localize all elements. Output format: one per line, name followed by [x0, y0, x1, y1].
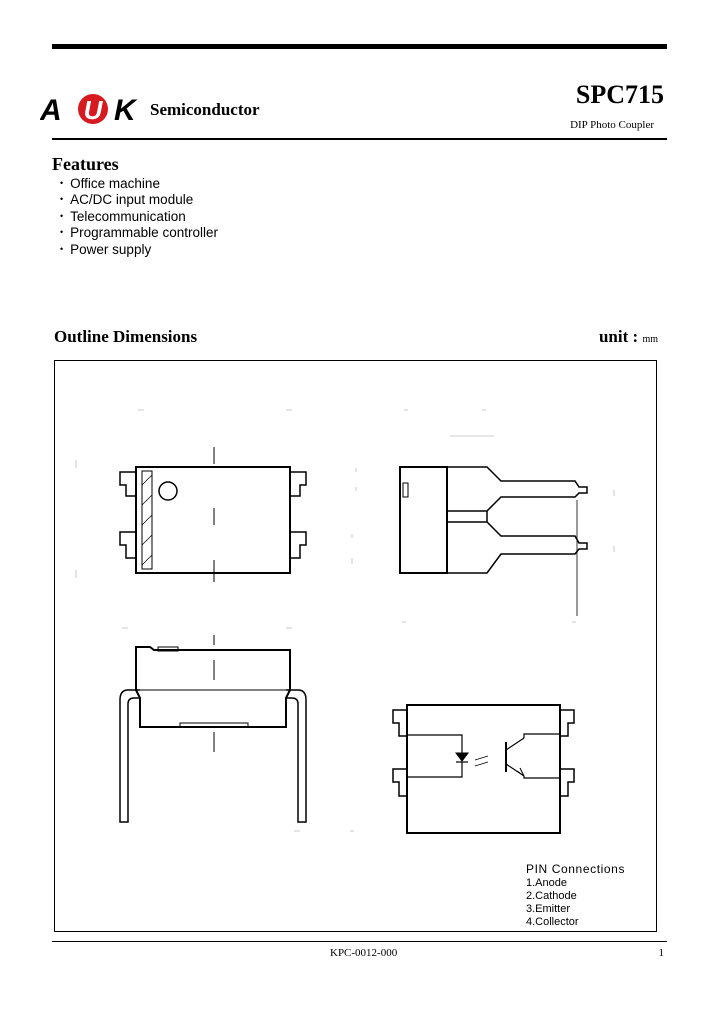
- pin-item: 3.Emitter: [526, 903, 571, 915]
- front-view: [119, 635, 354, 832]
- side-view: [399, 409, 615, 623]
- document-code: KPC-0012-000: [330, 947, 398, 959]
- unit-value: mm: [642, 334, 658, 345]
- page-number: 1: [658, 947, 665, 959]
- top-rule: [52, 44, 667, 49]
- led-diode-symbol: [455, 752, 469, 762]
- part-number: SPC715: [575, 80, 664, 109]
- header-rule: [52, 138, 667, 140]
- feature-item: Power supply: [60, 242, 218, 258]
- outline-title: Outline Dimensions: [54, 327, 198, 346]
- company-name: Semiconductor: [150, 100, 260, 119]
- logo-letter-k: K: [114, 94, 138, 127]
- pin-item: 4.Collector: [526, 916, 579, 928]
- unit-label-text: unit :: [598, 327, 639, 346]
- feature-item: Office machine: [60, 176, 218, 192]
- feature-item: Telecommunication: [60, 209, 218, 225]
- features-list: Office machine AC/DC input module Teleco…: [60, 176, 218, 258]
- pin-connections: PIN Connections 1.Anode 2.Cathode 3.Emit…: [526, 862, 625, 929]
- unit-label: unit : mm: [599, 327, 658, 347]
- footer-rule: [52, 941, 667, 942]
- feature-item: Programmable controller: [60, 225, 218, 241]
- logo-red-circle: [78, 94, 108, 124]
- internal-schematic: [392, 704, 575, 834]
- pin1-marker: [158, 481, 178, 501]
- outline-drawing: [75, 409, 615, 834]
- pin-item: 1.Anode: [526, 877, 567, 889]
- features-title: Features: [52, 154, 119, 174]
- logo-letter-u: U: [84, 95, 104, 125]
- part-subtitle: DIP Photo Coupler: [570, 119, 654, 131]
- feature-item: AC/DC input module: [60, 192, 218, 208]
- top-view: [75, 409, 357, 629]
- outline-frame: [54, 360, 657, 932]
- pin-item: 2.Cathode: [526, 890, 577, 902]
- auk-logo: A U K: [40, 94, 138, 127]
- pin-list: 1.Anode 2.Cathode 3.Emitter 4.Collector: [526, 877, 625, 929]
- pin-connections-title: PIN Connections: [526, 862, 626, 876]
- logo-letter-a: A: [40, 94, 62, 127]
